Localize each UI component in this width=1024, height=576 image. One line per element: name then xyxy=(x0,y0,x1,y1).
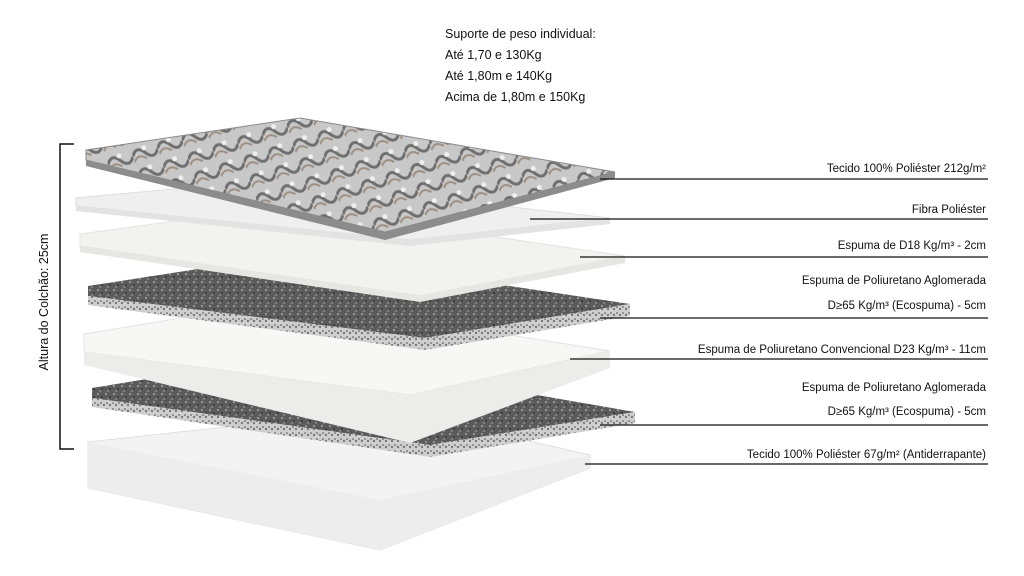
mattress-height-label: Altura do Colchão: 25cm xyxy=(37,233,51,371)
layer-label: Tecido 100% Poliéster 212g/m² xyxy=(826,163,986,175)
layer-label: Espuma de Poliuretano Convencional D23 K… xyxy=(697,344,986,356)
layer-ecospuma-upper xyxy=(88,254,630,350)
layer-label: Espuma de D18 Kg/m³ - 2cm xyxy=(837,240,986,252)
layer-label: Tecido 100% Poliéster 67g/m² (Antiderrap… xyxy=(746,449,986,461)
layer-label: Fibra Poliéster xyxy=(911,204,986,216)
weight-support-line: Até 1,70 e 130Kg xyxy=(445,48,542,62)
layer-label: D≥65 Kg/m³ (Ecospuma) - 5cm xyxy=(827,406,986,418)
leader-lines xyxy=(530,178,988,465)
weight-support-line: Até 1,80m e 140Kg xyxy=(445,69,553,83)
weight-support-info: Suporte de peso individual: Até 1,70 e 1… xyxy=(445,24,596,108)
weight-support-title: Suporte de peso individual: xyxy=(445,27,596,41)
layer-label: Espuma de Poliuretano Aglomerada xyxy=(801,275,986,287)
layer-quilted-fabric xyxy=(85,117,616,240)
weight-support-line: Acima de 1,80m e 150Kg xyxy=(445,90,586,104)
height-bracket xyxy=(59,143,74,450)
layer-label: D≥65 Kg/m³ (Ecospuma) - 5cm xyxy=(827,300,986,312)
layer-label: Espuma de Poliuretano Aglomerada xyxy=(801,382,986,394)
